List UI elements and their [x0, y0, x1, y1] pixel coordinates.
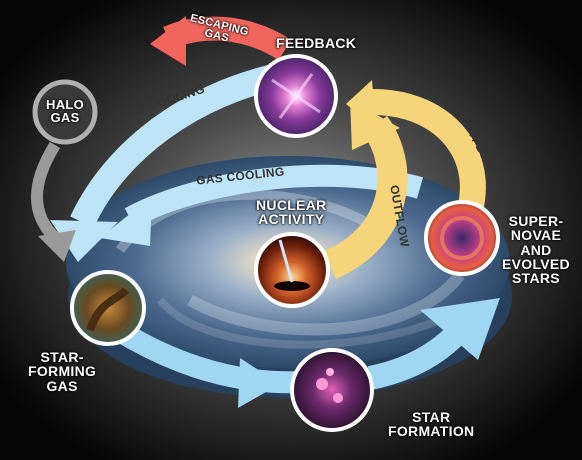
- halo-gas-arrow: [31, 141, 76, 262]
- star-cluster-photo: [290, 348, 374, 432]
- supernova-remnant-photo: [424, 200, 500, 276]
- nebula-pillar-photo: [70, 270, 146, 346]
- black-hole-jet-photo: [254, 232, 330, 308]
- escaping-gas-arrow: [150, 16, 292, 66]
- star-formation-arrow: [93, 298, 500, 408]
- halo-gas-label: HALO GAS: [46, 97, 85, 126]
- nuclear-activity-label: NUCLEAR ACTIVITY: [256, 197, 327, 228]
- galaxy-outflow-photo: [254, 54, 338, 138]
- star-formation-label: STAR FORMATION: [388, 409, 475, 440]
- halo-gas-circle: [32, 79, 98, 145]
- feedback-label: FEEDBACK: [276, 35, 357, 51]
- supernovae-label: SUPER- NOVAE AND EVOLVED STARS: [502, 213, 570, 287]
- outflow-outer-arrow: [346, 80, 486, 214]
- star-forming-gas-label: STAR- FORMING GAS: [28, 349, 97, 394]
